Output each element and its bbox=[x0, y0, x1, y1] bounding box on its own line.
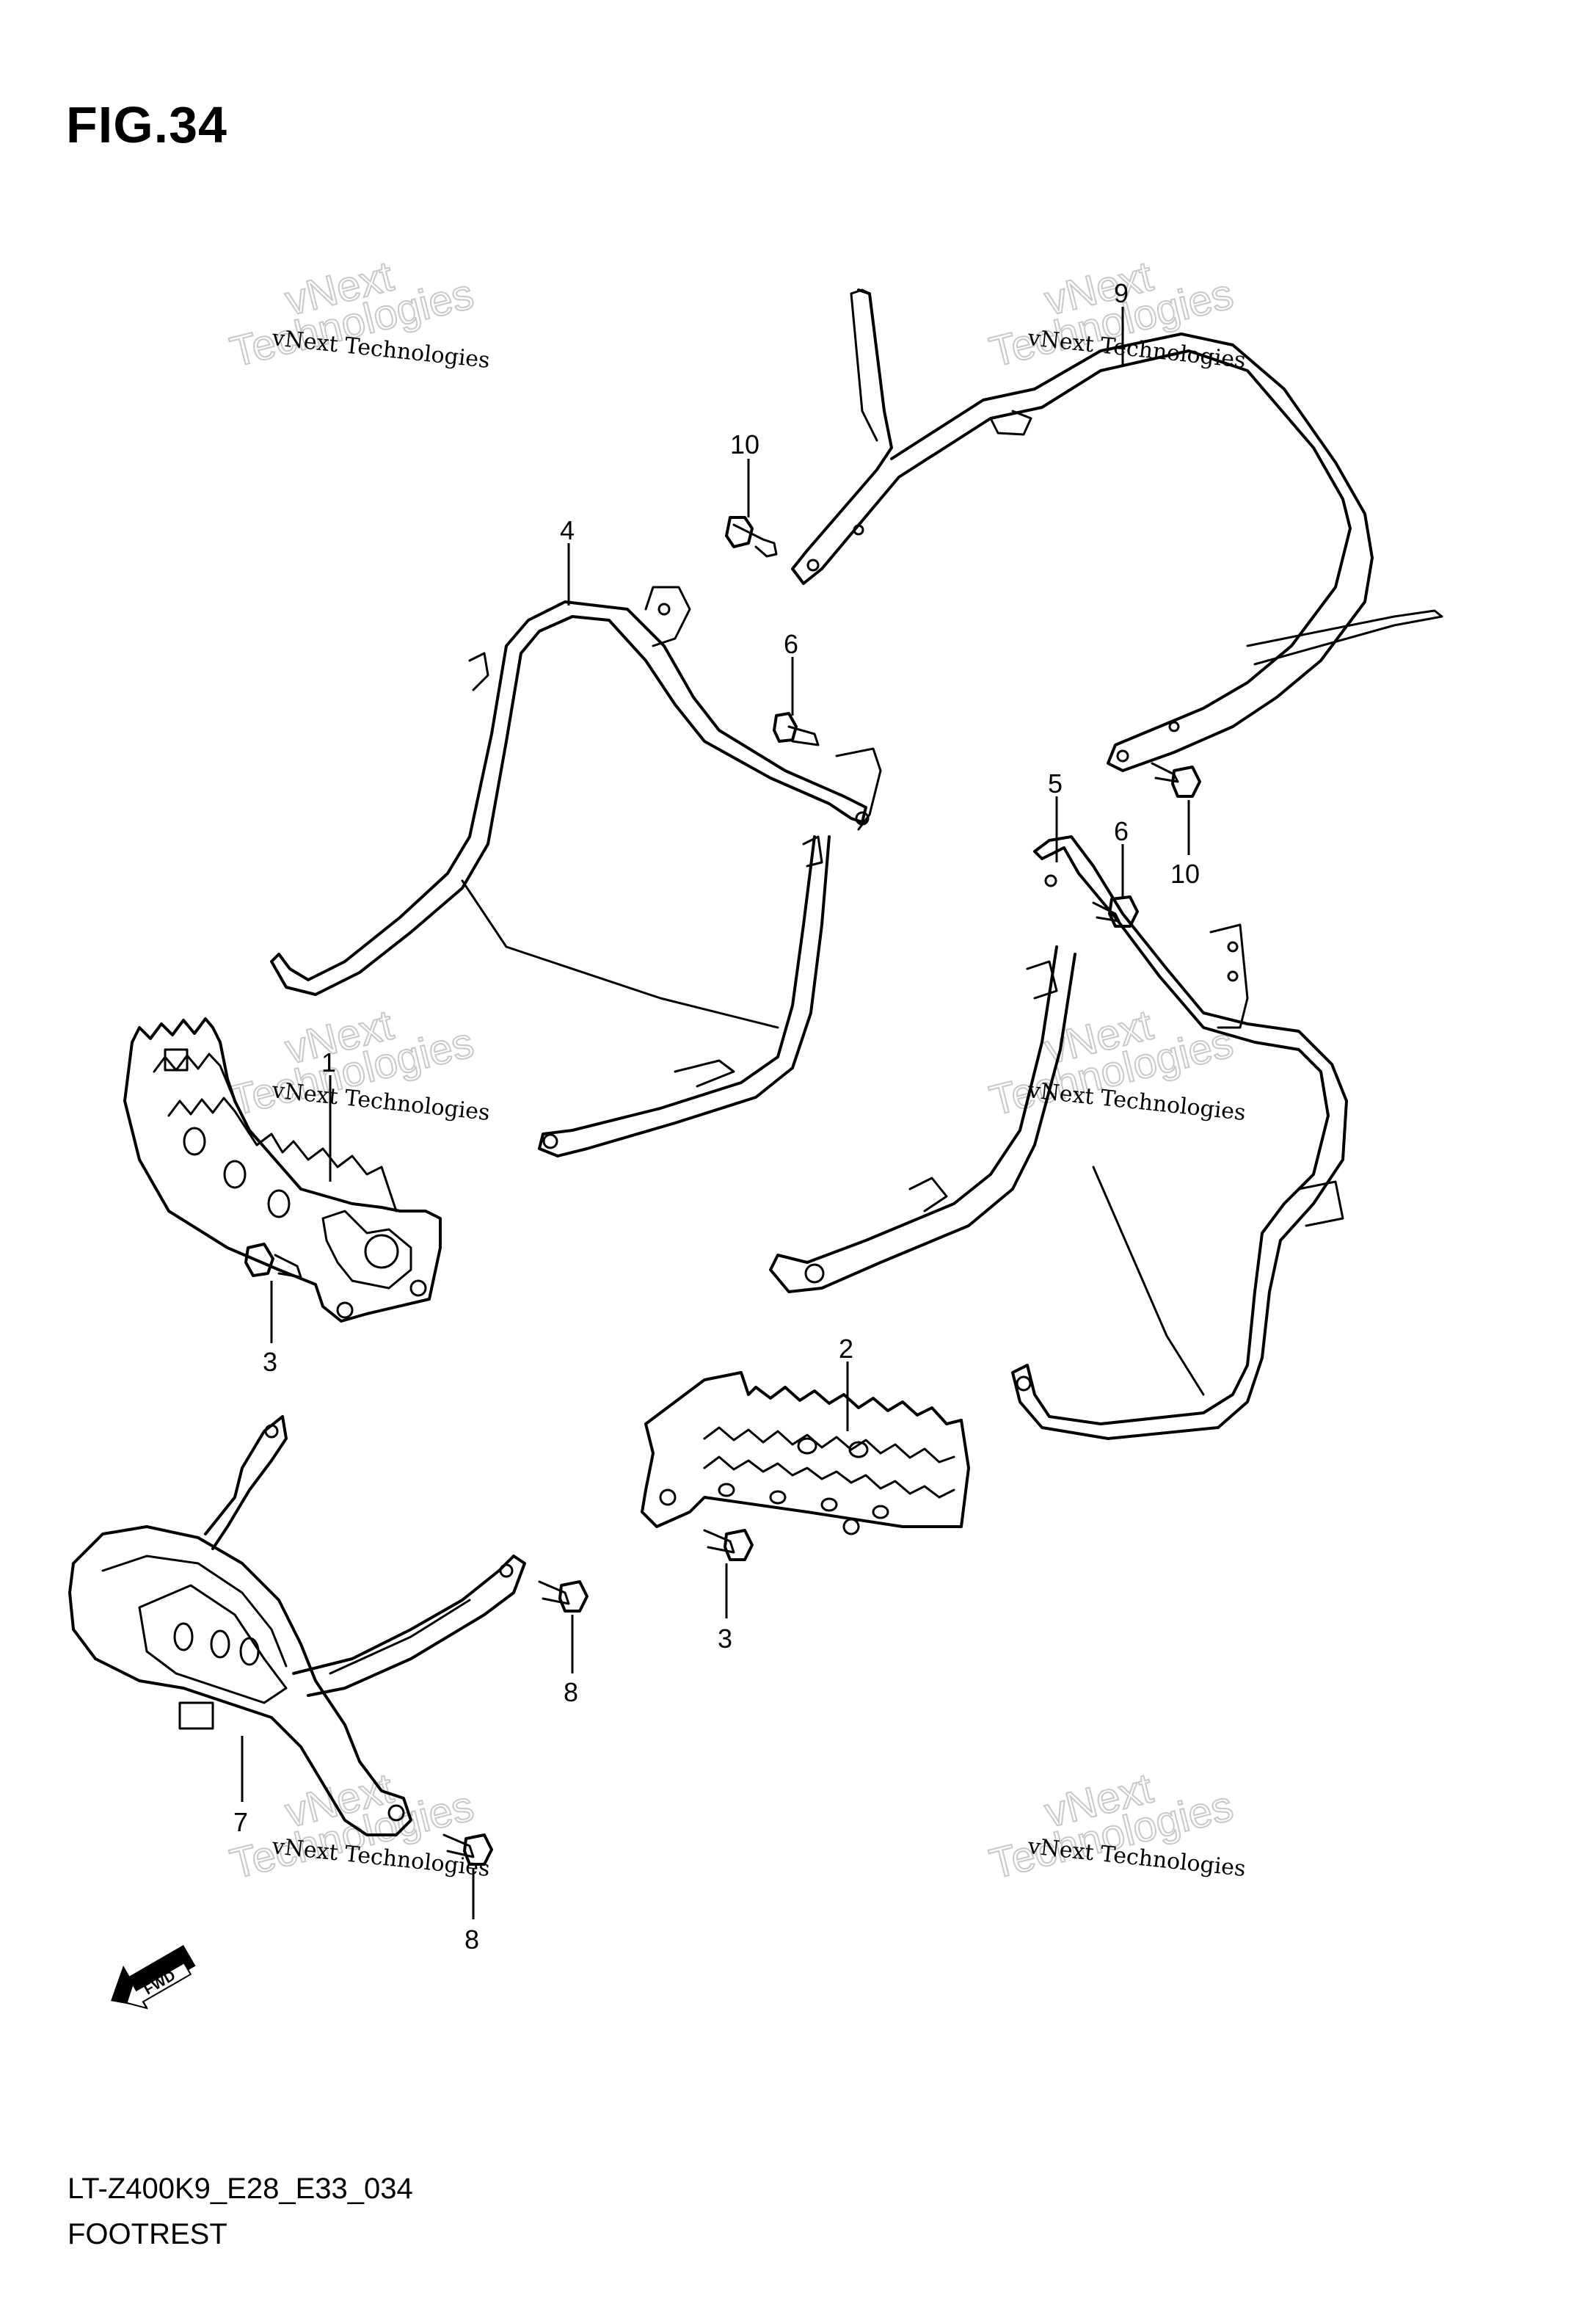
callout-6-upper: 6 bbox=[784, 629, 798, 659]
callout-6-lower: 6 bbox=[1114, 816, 1129, 846]
bolt-3-left[interactable] bbox=[244, 1243, 302, 1279]
bolt-6-lower[interactable] bbox=[1092, 895, 1139, 928]
watermark-group: vNext Technologies vNext Technologies vN… bbox=[225, 252, 1247, 1889]
bolt-8-lower[interactable] bbox=[442, 1833, 493, 1866]
callout-10-lower: 10 bbox=[1170, 859, 1200, 889]
callout-2: 2 bbox=[839, 1334, 853, 1364]
callout-8-lower: 8 bbox=[464, 1924, 479, 1955]
callout-4: 4 bbox=[560, 515, 575, 545]
part-7-front-guard[interactable] bbox=[68, 1415, 526, 1836]
callout-1: 1 bbox=[321, 1047, 336, 1077]
watermark-top-left: vNext Technologies vNext Technologies bbox=[225, 252, 491, 377]
callout-3-left: 3 bbox=[263, 1347, 277, 1377]
part-9-footrest-bracket-upper[interactable] bbox=[791, 288, 1443, 772]
callout-3-right: 3 bbox=[718, 1624, 732, 1654]
figure-title: FIG.34 bbox=[66, 96, 227, 153]
watermark-bottom-right: vNext Technologies vNext Technologies bbox=[984, 1764, 1247, 1889]
model-code: LT-Z400K9_E28_E33_034 bbox=[68, 2173, 413, 2205]
leader-lines bbox=[241, 307, 1190, 1919]
bolt-6-upper[interactable] bbox=[773, 712, 820, 746]
section-name: FOOTREST bbox=[68, 2218, 227, 2250]
bolt-10-upper[interactable] bbox=[725, 516, 778, 558]
part-1-footpeg-left[interactable] bbox=[123, 1017, 442, 1323]
part-5-footrest-frame-right[interactable] bbox=[769, 835, 1348, 1440]
callout-7: 7 bbox=[233, 1807, 248, 1837]
callout-8-upper: 8 bbox=[564, 1677, 578, 1707]
callout-9: 9 bbox=[1114, 278, 1129, 308]
callout-5: 5 bbox=[1048, 768, 1063, 799]
watermark-mid-left: vNext Technologies vNext Technologies bbox=[225, 1000, 491, 1126]
callout-10-upper: 10 bbox=[730, 429, 759, 459]
fwd-arrow-icon: FWD bbox=[111, 1944, 196, 2010]
part-2-footpeg-right[interactable] bbox=[641, 1371, 970, 1535]
bolt-10-lower[interactable] bbox=[1151, 762, 1201, 798]
part-4-footrest-frame-left[interactable] bbox=[270, 586, 882, 1157]
bolt-3-right[interactable] bbox=[703, 1529, 754, 1561]
watermark-bottom-left: vNext Technologies vNext Technologies bbox=[225, 1764, 491, 1889]
callout-labels: 1 2 3 3 4 5 6 6 7 8 8 9 10 10 bbox=[233, 278, 1200, 1955]
bolt-8-upper[interactable] bbox=[538, 1580, 589, 1613]
